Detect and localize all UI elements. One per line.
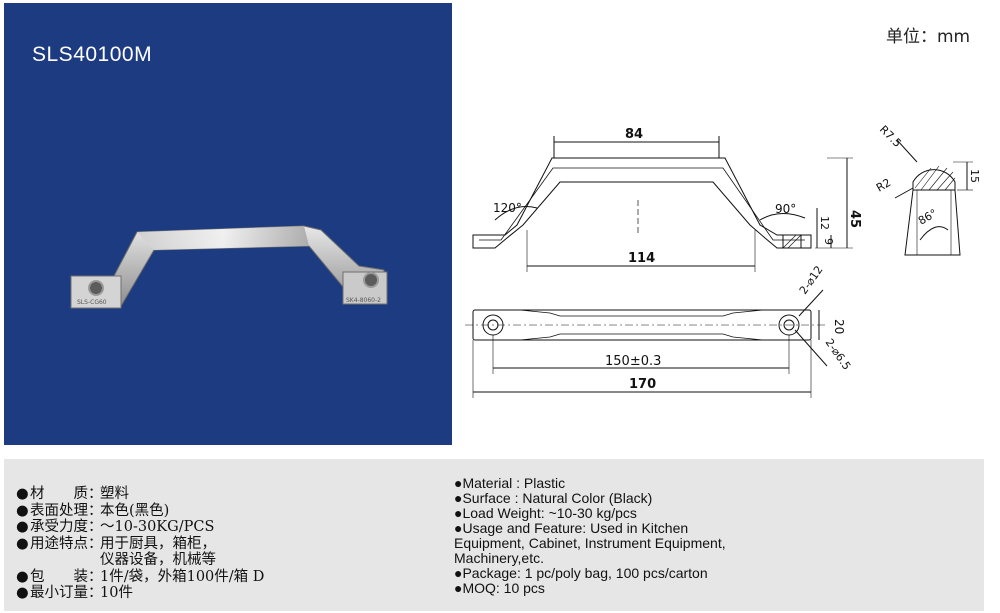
bullet-icon: ● bbox=[16, 486, 29, 502]
spec-cn-material: ● 材 质： 塑料 bbox=[16, 486, 129, 502]
specs-chinese: ● 材 质： 塑料 ● 表面处理： 本色(黑色) ● 承受力度： ～10-30K… bbox=[16, 486, 264, 602]
unit-label: 单位：mm bbox=[886, 27, 971, 47]
spec-cn-load: ● 承受力度： ～10-30KG/PCS bbox=[16, 519, 215, 535]
dim-height: 45 bbox=[847, 210, 862, 228]
bullet-icon: ● bbox=[16, 535, 29, 552]
dim-foot: 12 bbox=[818, 216, 831, 230]
dim-top-width-20: 20 bbox=[832, 319, 846, 334]
photo-marking-right: SK4-8060-2 bbox=[346, 297, 381, 304]
spec-cn-package: ● 包 装： 1件/袋，外箱100件/箱 D bbox=[16, 568, 265, 585]
dim-foot-thickness: 9 bbox=[822, 238, 835, 245]
spec-en-material: ●Material : Plastic bbox=[454, 475, 566, 491]
bullet-icon: ● bbox=[16, 568, 29, 585]
dim-section-angle: 86° bbox=[916, 207, 939, 228]
dim-top-width: 84 bbox=[625, 127, 643, 142]
dim-section-height: 15 bbox=[968, 169, 981, 183]
spec-en-package: ●Package: 1 pc/poly bag, 100 pcs/carton bbox=[454, 565, 708, 581]
top-view: 2-⌀12 20 2-⌀6.5 150±0.3 170 bbox=[465, 263, 853, 398]
dim-span: 114 bbox=[628, 251, 655, 266]
product-photo-panel: SLS40100M SLS-CG60 SK4-8060-2 bbox=[4, 3, 452, 445]
bullet-icon: ● bbox=[16, 502, 29, 519]
spec-cn-usage-cont: 仪器设备，机械等 bbox=[100, 552, 216, 568]
spec-panel: ● 材 质： 塑料 ● 表面处理： 本色(黑色) ● 承受力度： ～10-30K… bbox=[4, 459, 984, 611]
dim-radius-top: R7.5 bbox=[877, 123, 904, 150]
spec-cn-moq: ● 最小订量： 10件 bbox=[16, 585, 133, 601]
specs-english: ●Material : Plastic ●Surface : Natural C… bbox=[454, 476, 774, 596]
spec-en-usage-cont: Equipment, Cabinet, Instrument Equipment… bbox=[454, 535, 726, 551]
dim-hole-center: 150±0.3 bbox=[605, 354, 661, 369]
bullet-icon: ● bbox=[16, 585, 29, 601]
dim-angle-left: 120° bbox=[493, 201, 522, 215]
bullet-icon: ● bbox=[16, 519, 29, 535]
dim-length: 170 bbox=[629, 377, 656, 392]
model-title: SLS40100M bbox=[32, 43, 153, 66]
photo-marking-left: SLS-CG60 bbox=[77, 299, 107, 306]
side-view: 84 120° 90° 45 12 9 114 bbox=[472, 127, 862, 272]
spec-en-surface: ●Surface : Natural Color (Black) bbox=[454, 490, 653, 506]
spec-en-usage-cont2: Machinery,etc. bbox=[454, 550, 544, 566]
dim-radius-side: R2 bbox=[874, 176, 893, 195]
technical-drawing: 84 120° 90° 45 12 9 114 bbox=[465, 123, 981, 398]
handle-photo: SLS-CG60 SK4-8060-2 bbox=[70, 225, 388, 309]
spec-en-usage: ●Usage and Feature: Used in Kitchen bbox=[454, 520, 689, 536]
spec-en-load: ●Load Weight: ~10-30 kg/pcs bbox=[454, 505, 637, 521]
section-view: R7.5 R2 15 86° bbox=[874, 123, 981, 256]
dim-angle-right: 90° bbox=[775, 202, 796, 216]
spec-cn-surface: ● 表面处理： 本色(黑色) bbox=[16, 502, 170, 519]
spec-en-moq: ●MOQ: 10 pcs bbox=[454, 580, 545, 596]
dim-hole-small: 2-⌀6.5 bbox=[823, 336, 854, 372]
spec-cn-usage: ● 用途特点： 用于厨具，箱柜， bbox=[16, 535, 216, 552]
